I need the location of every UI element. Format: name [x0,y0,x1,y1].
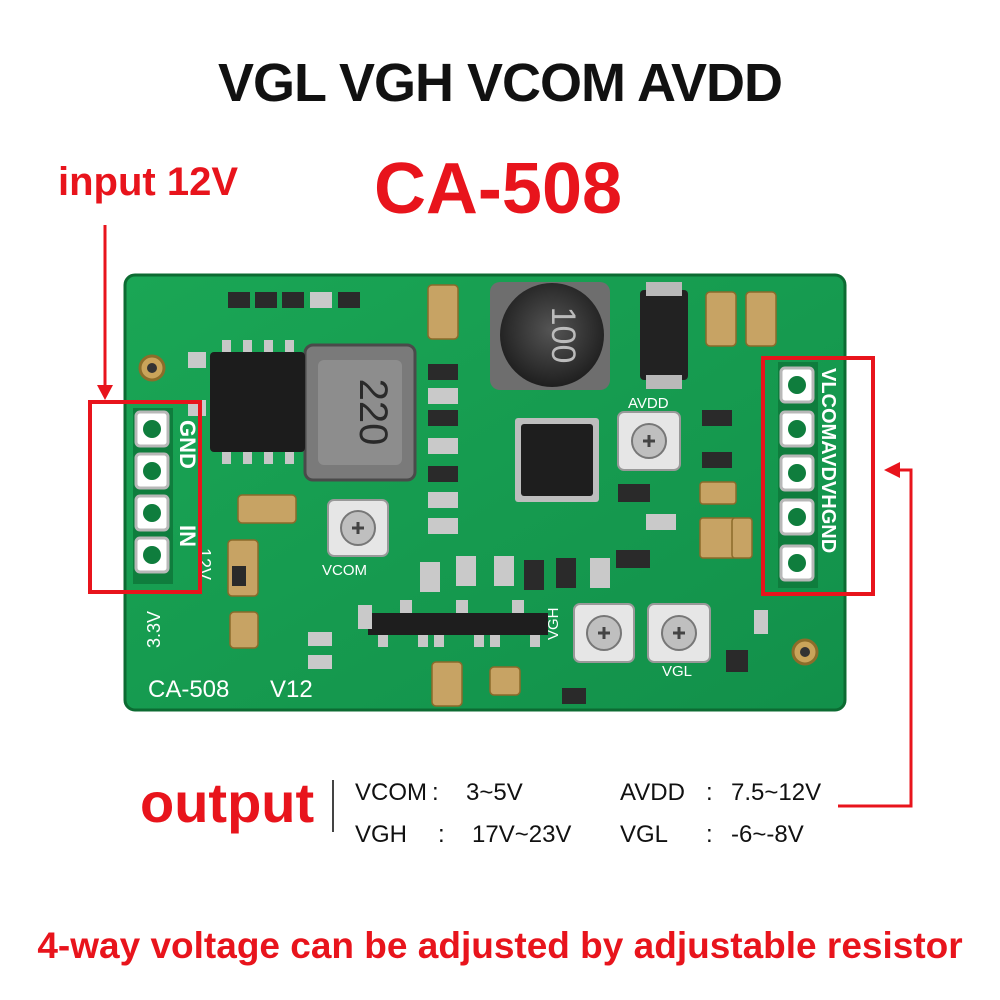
spec-vgl-name: VGL [620,821,669,848]
silk-output-pins: VLCOMAVDVHGND [817,368,839,553]
inductor-l1-marking: 100 [544,307,582,364]
output-highlight-box [761,356,875,596]
inductor-l1 [490,282,610,390]
silk-3v3: 3.3V [144,611,164,648]
ic-u1 [515,418,599,502]
output-label: output [140,771,315,834]
input-highlight-box [88,400,202,594]
silk-pot-vgl: VGL [662,663,692,680]
page-title: VGL VGH VCOM AVDD [217,53,783,113]
spec-avdd-sep: : [706,779,713,806]
divider [332,780,334,832]
model-number-text: CA-508 [373,149,623,229]
model-number: CA-508 [0,148,1000,230]
spec-vcom-value: 3~5V [466,779,523,806]
pot-avdd [617,411,681,471]
footer-note: 4-way voltage can be adjusted by adjusta… [37,925,963,966]
spec-avdd-name: AVDD [620,779,685,806]
spec-vcom-sep: : [432,779,439,806]
silkscreen: CA-508 V12 VCOM AVDD VGL VGH GND IN 12V … [144,368,839,703]
output-arrow-line [838,468,913,808]
input-label: input 12V [58,160,239,204]
silk-pot-vgh: VGH [545,607,562,640]
spec-avdd-value: 7.5~12V [731,779,822,806]
capacitor-group [227,284,777,707]
output-header [778,362,818,588]
silk-pot-vcom: VCOM [322,562,367,579]
spec-vcom-name: VCOM [355,779,427,806]
spec-vgh-name: VGH [355,821,408,848]
transistor-row [368,600,548,647]
pot-vcom [327,499,389,557]
silk-in: IN [175,525,200,547]
silkscreen-model: CA-508 [148,676,229,703]
spec-vgh-sep: : [438,821,445,848]
diode-d1 [640,290,688,380]
spec-vgl-value: -6~-8V [731,821,804,848]
smd-passives [188,292,768,704]
inductor-l2-marking: 220 [351,379,395,446]
silk-pot-avdd: AVDD [628,395,669,412]
input-arrow-head [97,385,113,400]
spec-vgl-sep: : [706,821,713,848]
ic-u2 [210,340,305,464]
inductor-l2 [303,343,417,482]
pot-vgl [647,603,711,663]
output-arrow-head [884,462,900,478]
pot-vgh [573,603,635,663]
silk-gnd: GND [175,420,200,469]
input-header [133,408,173,584]
spec-vgh-value: 17V~23V [472,821,572,848]
silkscreen-version: V12 [270,676,313,703]
